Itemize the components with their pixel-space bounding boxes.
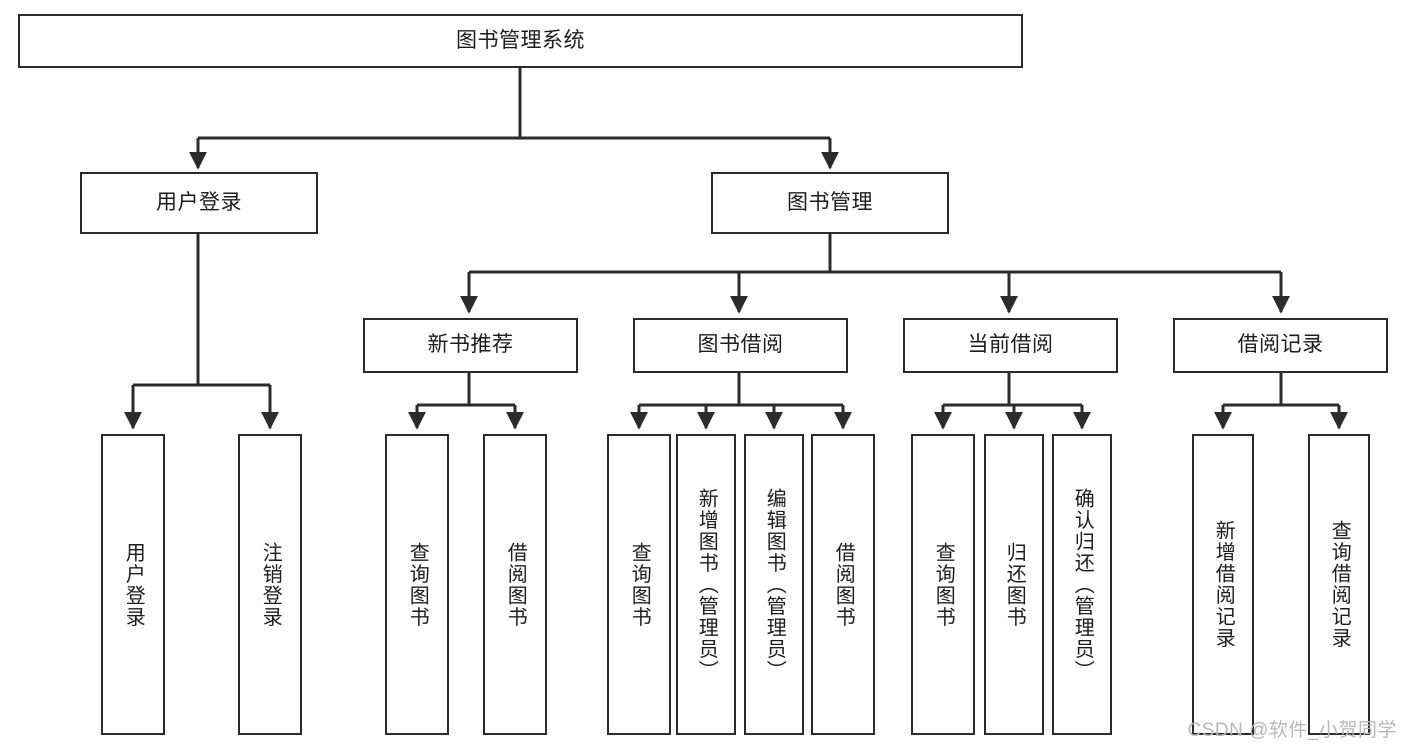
- leaf-book-borrow-3[interactable]: 编辑图书（管理员）: [744, 434, 804, 735]
- leaf-book-borrow-2-label: 新增图书（管理员）: [695, 487, 718, 682]
- leaf-current-borrow-3[interactable]: 确认归还（管理员）: [1052, 434, 1112, 735]
- leaf-book-borrow-1[interactable]: 查询图书: [607, 434, 671, 735]
- leaf-borrow-records-2[interactable]: 查询借阅记录: [1308, 434, 1370, 735]
- leaf-book-borrow-4[interactable]: 借阅图书: [811, 434, 875, 735]
- node-new-book-recommend-label: 新书推荐: [427, 333, 514, 357]
- node-book-borrow[interactable]: 图书借阅: [633, 318, 848, 373]
- leaf-borrow-records-2-label: 查询借阅记录: [1328, 520, 1351, 649]
- leaf-current-borrow-1[interactable]: 查询图书: [911, 434, 975, 735]
- node-book-management[interactable]: 图书管理: [711, 172, 949, 234]
- node-root[interactable]: 图书管理系统: [18, 14, 1023, 68]
- leaf-current-borrow-2[interactable]: 归还图书: [984, 434, 1044, 735]
- leaf-new-book-1-label: 查询图书: [406, 541, 429, 628]
- leaf-borrow-records-1[interactable]: 新增借阅记录: [1192, 434, 1254, 735]
- leaf-user-login-1[interactable]: 用户登录: [101, 434, 165, 735]
- node-user-login-label: 用户登录: [156, 190, 242, 214]
- leaf-new-book-2-label: 借阅图书: [504, 541, 527, 628]
- node-user-login[interactable]: 用户登录: [80, 172, 318, 234]
- leaf-new-book-2[interactable]: 借阅图书: [483, 434, 547, 735]
- node-root-label: 图书管理系统: [456, 28, 585, 52]
- leaf-user-login-2-label: 注销登录: [259, 541, 282, 628]
- leaf-book-borrow-3-label: 编辑图书（管理员）: [763, 487, 786, 682]
- leaf-user-login-1-label: 用户登录: [122, 541, 145, 628]
- leaf-current-borrow-2-label: 归还图书: [1003, 541, 1026, 628]
- node-book-borrow-label: 图书借阅: [697, 333, 784, 357]
- leaf-new-book-1[interactable]: 查询图书: [385, 434, 449, 735]
- node-current-borrow-label: 当前借阅: [967, 333, 1054, 357]
- leaf-current-borrow-3-label: 确认归还（管理员）: [1071, 487, 1094, 682]
- leaf-borrow-records-1-label: 新增借阅记录: [1212, 520, 1235, 649]
- node-new-book-recommend[interactable]: 新书推荐: [363, 318, 578, 373]
- leaf-book-borrow-2[interactable]: 新增图书（管理员）: [676, 434, 736, 735]
- leaf-book-borrow-4-label: 借阅图书: [832, 541, 855, 628]
- node-book-management-label: 图书管理: [787, 190, 873, 214]
- leaf-book-borrow-1-label: 查询图书: [628, 541, 651, 628]
- node-current-borrow[interactable]: 当前借阅: [903, 318, 1118, 373]
- leaf-user-login-2[interactable]: 注销登录: [238, 434, 302, 735]
- node-borrow-records[interactable]: 借阅记录: [1173, 318, 1388, 373]
- node-borrow-records-label: 借阅记录: [1237, 333, 1324, 357]
- leaf-current-borrow-1-label: 查询图书: [932, 541, 955, 628]
